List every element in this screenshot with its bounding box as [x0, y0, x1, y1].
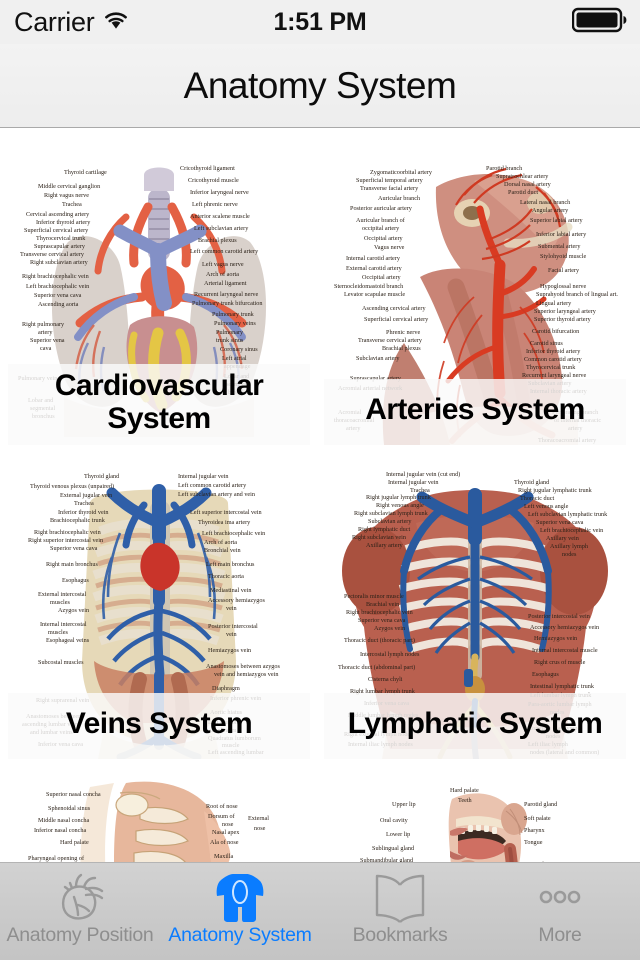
tab-label: Bookmarks	[352, 924, 448, 946]
system-card-respiratory[interactable]: Superior nasal concha Root of nose Sphen…	[8, 775, 310, 862]
respiratory-illustration: Superior nasal concha Root of nose Sphen…	[8, 775, 310, 862]
card-label-band: Lymphatic System	[324, 693, 626, 759]
system-card-arteries[interactable]: Zygomaticoorbital artery Parotid branch …	[324, 147, 626, 445]
tab-bar: Anatomy Position Anatomy System	[0, 862, 640, 960]
book-icon	[370, 871, 430, 923]
wifi-icon	[103, 10, 129, 35]
systems-scroll-view[interactable]: Thyroid cartilage Cricothyroid ligament …	[0, 129, 640, 862]
system-card-label: Lymphatic System	[347, 706, 603, 740]
system-card-label: Veins System	[65, 706, 253, 740]
system-card-cardiovascular[interactable]: Thyroid cartilage Cricothyroid ligament …	[8, 147, 310, 445]
body-icon	[212, 871, 268, 923]
system-card-label: Cardiovascular System	[54, 369, 264, 435]
status-bar: Carrier 1:51 PM	[0, 0, 640, 44]
tab-label: More	[538, 924, 582, 946]
card-label-band: Veins System	[8, 693, 310, 759]
navigation-bar: Anatomy System	[0, 44, 640, 128]
tab-anatomy-system[interactable]: Anatomy System	[160, 863, 320, 960]
digestive-illustration: Hard palate Teeth Upper lip Parotid glan…	[324, 775, 626, 862]
tab-bookmarks[interactable]: Bookmarks	[320, 863, 480, 960]
card-label-band: Cardiovascular System	[8, 364, 310, 445]
card-label-band: Arteries System	[324, 379, 626, 445]
page-title: Anatomy System	[183, 64, 457, 106]
systems-grid: Thyroid cartilage Cricothyroid ligament …	[0, 129, 640, 862]
heart-icon	[52, 871, 108, 923]
carrier-label: Carrier	[14, 6, 95, 37]
status-bar-right	[571, 7, 628, 38]
status-bar-time: 1:51 PM	[273, 7, 367, 36]
tab-label: Anatomy Position	[6, 924, 154, 946]
ellipsis-icon	[530, 871, 590, 923]
system-card-label: Arteries System	[365, 392, 585, 426]
system-card-lymphatic[interactable]: Internal jugular vein (cut end) Internal…	[324, 461, 626, 759]
system-card-veins[interactable]: Thyroid gland Internal jugular vein Thyr…	[8, 461, 310, 759]
tab-more[interactable]: More	[480, 863, 640, 960]
tab-anatomy-position[interactable]: Anatomy Position	[0, 863, 160, 960]
tab-label: Anatomy System	[168, 924, 312, 946]
battery-full-icon	[571, 7, 628, 38]
status-bar-left: Carrier	[14, 7, 129, 38]
system-card-digestive[interactable]: Hard palate Teeth Upper lip Parotid glan…	[324, 775, 626, 862]
